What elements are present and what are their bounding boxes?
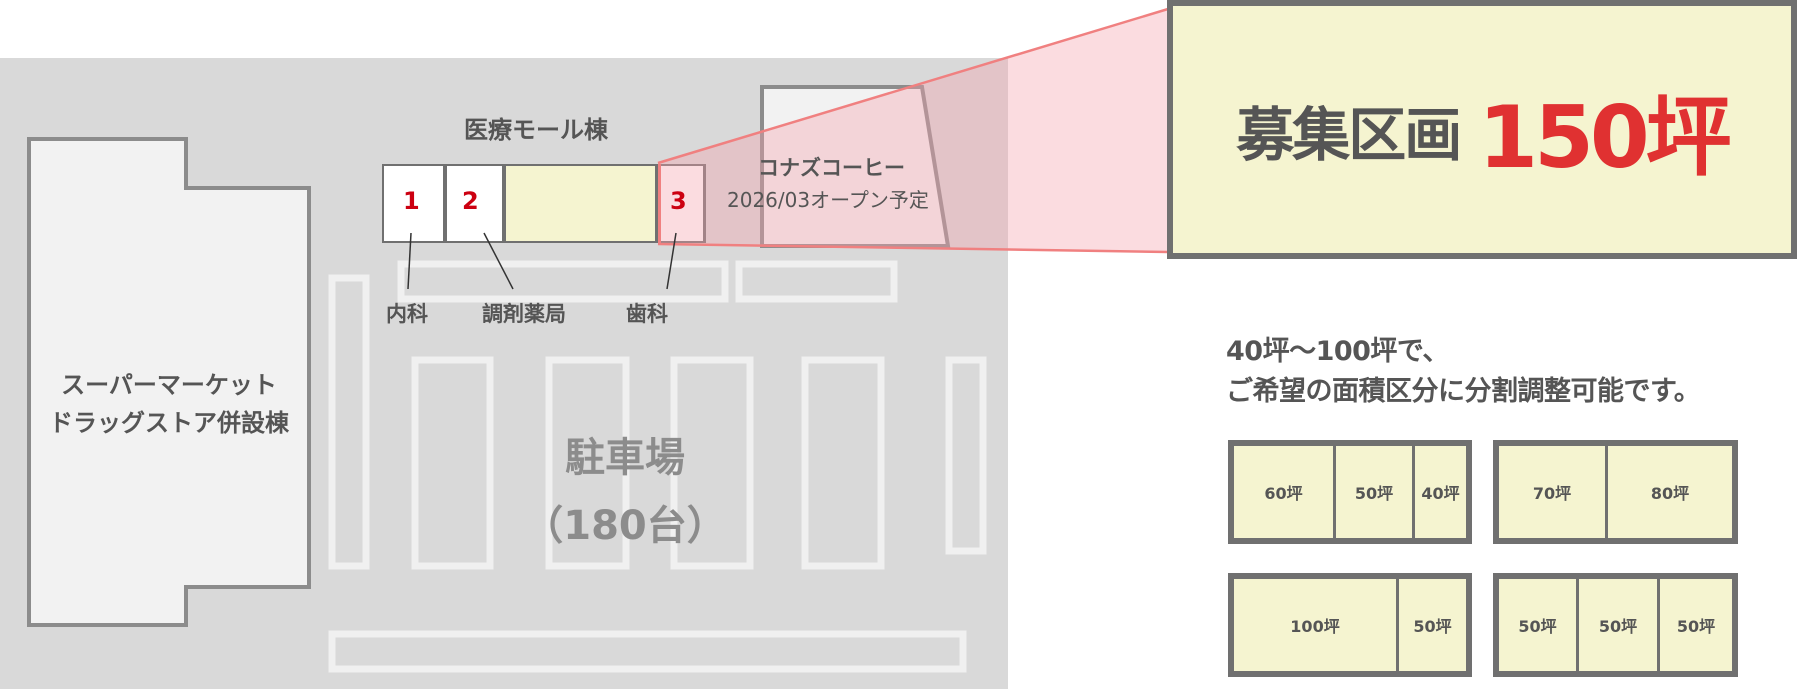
leader-lines — [407, 232, 677, 290]
split-cell: 70坪 — [1499, 446, 1608, 538]
wedge-edge-top — [657, 7, 1169, 165]
medical-mall-title: 医療モール棟 — [464, 116, 608, 144]
unit-2-label: 調剤薬局 — [482, 302, 566, 326]
split-cell: 40坪 — [1421, 484, 1460, 503]
parking-stall — [801, 356, 885, 570]
split-option-4: 50坪 50坪 50坪 — [1493, 573, 1738, 677]
parking-label: 駐車場 （180台） — [520, 424, 730, 560]
unit-2[interactable] — [447, 166, 502, 241]
parking-stall — [735, 260, 898, 303]
supermarket-label-line1: スーパーマーケット — [61, 371, 277, 399]
parking-stall — [545, 356, 630, 570]
split-option-2: 70坪 80坪 — [1493, 440, 1738, 544]
split-description-line1: 40坪～100坪で、 — [1226, 336, 1449, 367]
split-cell: 50坪 — [1499, 579, 1579, 671]
coffee-building[interactable] — [760, 85, 951, 248]
vacancy-label: 募集区画 — [1236, 100, 1462, 169]
supermarket-label-line2: ドラッグストア併設棟 — [49, 409, 289, 437]
zoom-highlight-wedge — [658, 9, 1168, 252]
split-description-line2: ご希望の面積区分に分割調整可能です。 — [1226, 376, 1701, 407]
vacancy-area: 150坪 — [1478, 88, 1732, 188]
unit-1-number: 1 — [403, 187, 420, 215]
parking-stalls — [328, 260, 987, 673]
parking-stall — [328, 630, 967, 673]
unit-1-label: 内科 — [386, 302, 428, 326]
split-cell: 50坪 — [1676, 617, 1716, 636]
coffee-name: コナズコーヒー — [758, 156, 905, 180]
unit-2-number: 2 — [462, 187, 479, 215]
split-cell: 100坪 — [1234, 579, 1399, 671]
supermarket-label: スーパーマーケット ドラッグストア併設棟 — [29, 366, 309, 442]
parking-stall — [945, 356, 987, 555]
unit-3-number: 3 — [670, 187, 687, 215]
coffee-opening-note: 2026/03オープン予定 — [727, 188, 929, 212]
unit-1[interactable] — [384, 166, 443, 241]
vacant-unit[interactable] — [506, 166, 655, 241]
parking-stall — [397, 260, 729, 303]
split-option-3: 100坪 50坪 — [1228, 573, 1472, 677]
split-option-1: 60坪 50坪 40坪 — [1228, 440, 1472, 544]
split-cell: 50坪 — [1413, 617, 1452, 636]
supermarket-building[interactable] — [27, 137, 311, 627]
split-cell: 50坪 — [1336, 446, 1415, 538]
split-cell: 60坪 — [1234, 446, 1336, 538]
unit-3-label: 歯科 — [626, 302, 668, 326]
parking-label-line2: （180台） — [523, 503, 727, 549]
parking-label-line1: 駐車場 — [565, 435, 685, 481]
parking-stall — [328, 274, 370, 570]
wedge-edge-left — [658, 164, 661, 244]
split-description: 40坪～100坪で、 ご希望の面積区分に分割調整可能です。 — [1226, 332, 1701, 412]
parking-stall — [411, 356, 494, 570]
wedge-edge-bottom — [657, 242, 1169, 254]
vacancy-callout: 募集区画 150坪 — [1167, 0, 1797, 259]
parking-stall — [670, 356, 754, 570]
split-cell: 50坪 — [1579, 579, 1660, 671]
unit-3[interactable] — [660, 166, 703, 241]
split-cell: 80坪 — [1650, 484, 1690, 503]
